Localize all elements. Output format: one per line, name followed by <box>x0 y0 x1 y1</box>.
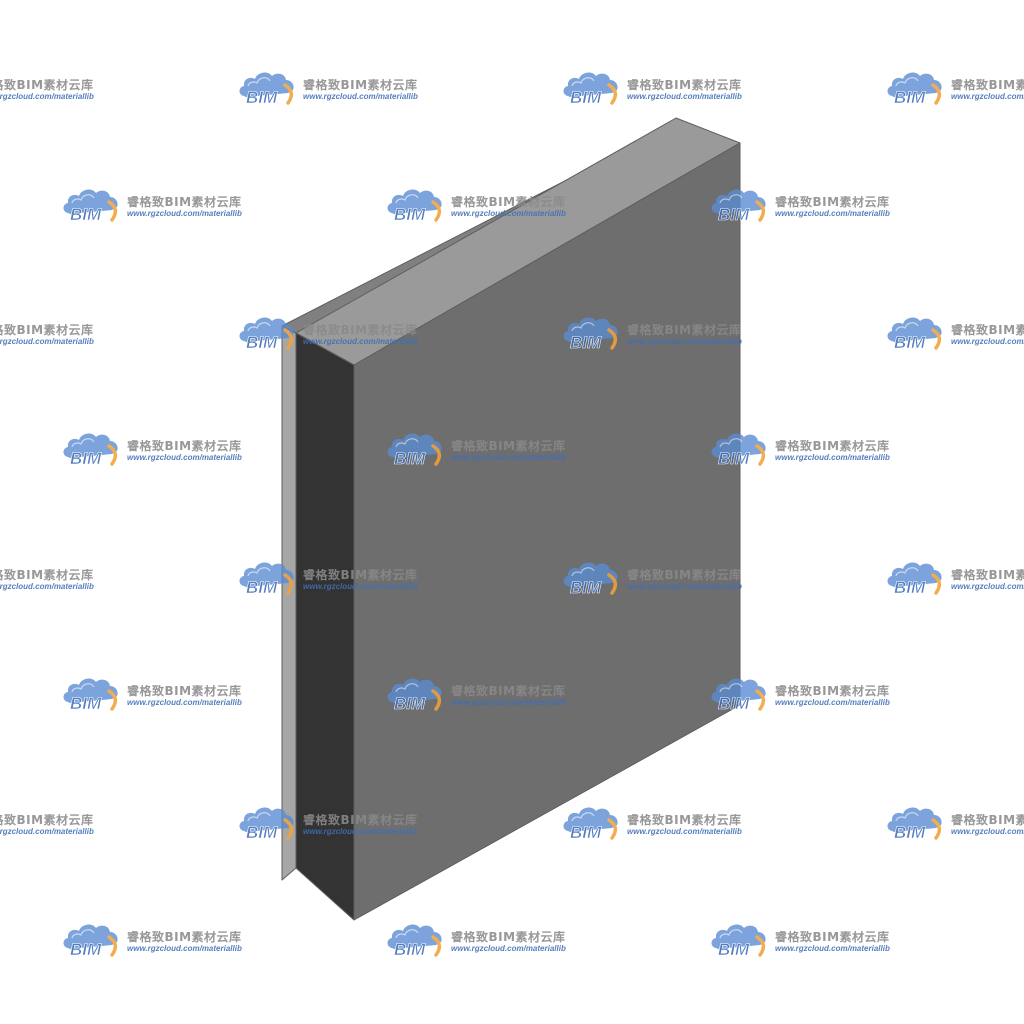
box-front-face <box>353 142 741 921</box>
flange-plate <box>281 325 297 881</box>
box-side-face <box>295 332 355 921</box>
